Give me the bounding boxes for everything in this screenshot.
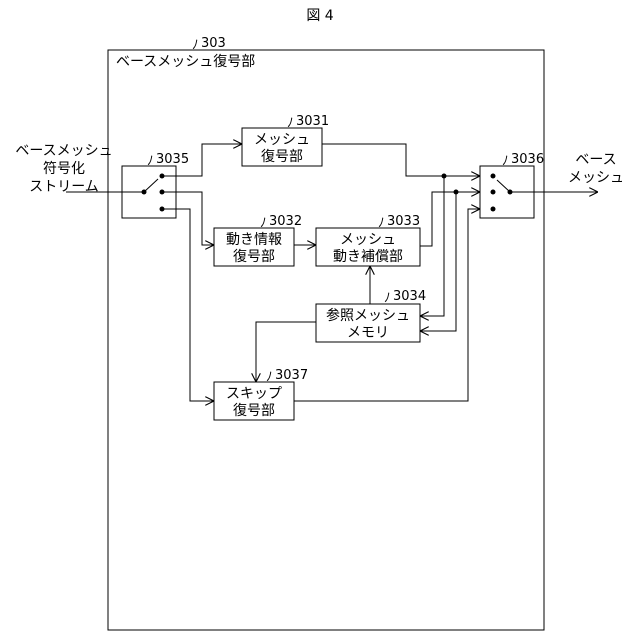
mesh-motion-comp-ref-number: 3033 (387, 214, 420, 229)
motion-comp-to-output-switch-line (420, 192, 480, 246)
output-switch-terminal-3 (491, 207, 496, 212)
mesh-decoder-ref-tick: ﾉ (287, 116, 294, 131)
input-label-line3: ストリーム (29, 179, 99, 195)
mesh-decoder-ref-number: 3031 (296, 114, 329, 129)
motion-info-decoder-label-2: 復号部 (233, 248, 275, 265)
switch-to-skip-decoder-line (162, 209, 214, 401)
mesh-decoder-label-1: メッシュ (254, 132, 310, 148)
input-label-line1: ベースメッシュ (15, 143, 112, 159)
mesh-motion-comp-label-2: 動き補償部 (333, 249, 403, 265)
mesh-motion-comp-label-1: メッシュ (340, 232, 396, 248)
ref-mesh-memory-label-2: メモリ (347, 325, 389, 341)
skip-decoder-label-2: 復号部 (233, 402, 275, 419)
output-switch-terminal-1 (491, 174, 496, 179)
output-switch-terminal-2 (491, 190, 496, 195)
input-switch-lever (144, 179, 158, 192)
base-mesh-decoder-frame (108, 50, 544, 630)
outer-ref-tick: ﾉ (192, 38, 199, 53)
mesh-motion-comp-ref-tick: ﾉ (378, 216, 385, 231)
motion-info-decoder-ref-number: 3032 (269, 214, 302, 229)
input-switch-ref-tick: ﾉ (147, 154, 154, 169)
figure-title: 図 4 (306, 8, 333, 24)
output-label-line1: ベース (575, 152, 616, 168)
output-switch-lever (497, 180, 510, 192)
feedback-line-2 (420, 192, 456, 331)
skip-decoder-label-1: スキップ (226, 386, 282, 402)
output-label-line2: メッシュ (568, 170, 624, 186)
output-switch-ref-tick: ﾉ (502, 154, 509, 169)
skip-decoder-ref-tick: ﾉ (266, 370, 273, 385)
mesh-decoder-to-output-switch-line (322, 144, 480, 176)
outer-ref-number: 303 (201, 36, 226, 51)
ref-mesh-memory-ref-number: 3034 (393, 289, 426, 304)
ref-mesh-memory-ref-tick: ﾉ (384, 291, 391, 306)
motion-info-decoder-label-1: 動き情報 (226, 232, 282, 248)
motion-info-decoder-ref-tick: ﾉ (260, 216, 267, 231)
mesh-decoder-label-2: 復号部 (261, 148, 303, 165)
outer-block-label: ベースメッシュ復号部 (116, 53, 255, 70)
ref-mesh-memory-label-1: 参照メッシュ (326, 307, 410, 324)
skip-decoder-ref-number: 3037 (275, 368, 308, 383)
output-switch-ref-number: 3036 (511, 152, 544, 167)
input-label-line2: 符号化 (43, 161, 85, 177)
input-switch-ref-number: 3035 (156, 152, 189, 167)
